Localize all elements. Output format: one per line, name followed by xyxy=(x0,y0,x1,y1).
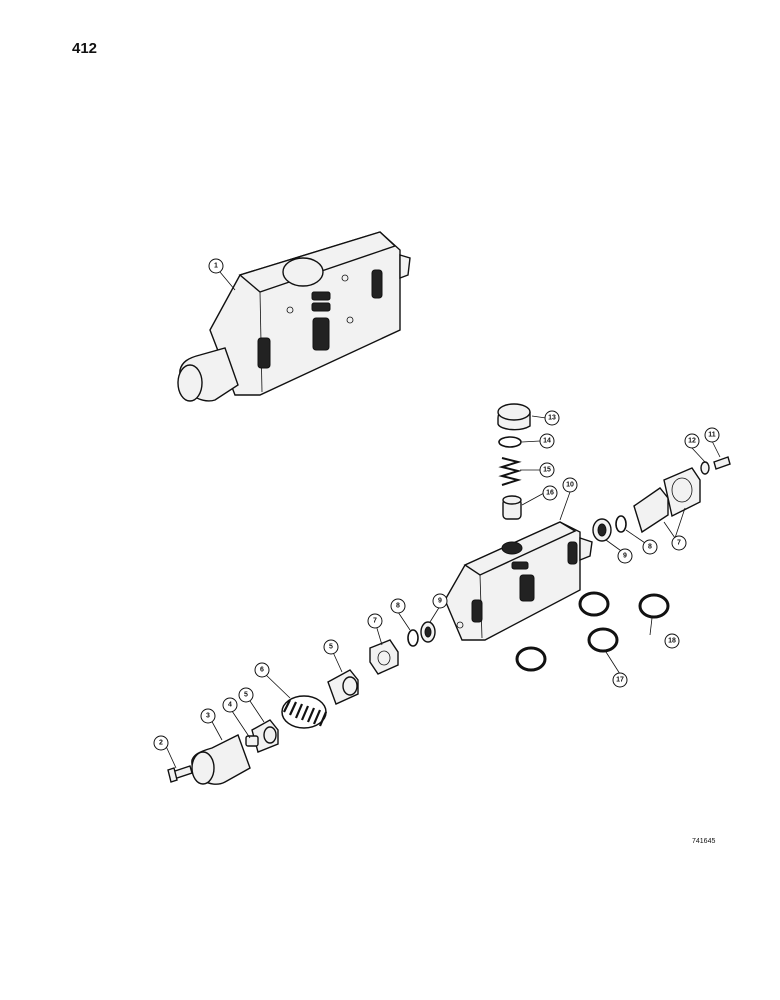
flange-7-left xyxy=(369,639,399,675)
spring-seat-5-upper xyxy=(327,669,359,705)
screw-2 xyxy=(167,765,193,783)
o-ring-14 xyxy=(498,436,522,448)
plug-seal-9-left xyxy=(420,621,436,643)
callout-6: 6 xyxy=(254,662,270,678)
callout-9-left: 9 xyxy=(432,593,448,609)
callout-13: 13 xyxy=(544,410,560,426)
svg-text:8: 8 xyxy=(648,544,652,551)
svg-text:6: 6 xyxy=(260,667,264,674)
callout-7-left: 7 xyxy=(367,613,383,629)
svg-text:7: 7 xyxy=(677,540,681,547)
plug-seal-9-right xyxy=(592,518,612,542)
svg-text:11: 11 xyxy=(708,432,716,439)
callout-11: 11 xyxy=(704,427,720,443)
svg-text:9: 9 xyxy=(438,598,442,605)
svg-text:5: 5 xyxy=(329,644,333,651)
callout-8-left: 8 xyxy=(390,598,406,614)
svg-text:8: 8 xyxy=(396,603,400,610)
svg-text:7: 7 xyxy=(373,618,377,625)
svg-text:5: 5 xyxy=(244,692,248,699)
callout-3: 3 xyxy=(200,708,216,724)
svg-text:9: 9 xyxy=(623,553,627,560)
svg-text:13: 13 xyxy=(548,415,556,422)
callout-8-right: 8 xyxy=(642,539,658,555)
callout-4: 4 xyxy=(222,697,238,713)
o-rings-17-18 xyxy=(515,591,670,672)
flange-7-right xyxy=(633,467,701,534)
callout-12: 12 xyxy=(684,433,700,449)
svg-text:15: 15 xyxy=(543,467,551,474)
callout-5-upper: 5 xyxy=(323,639,339,655)
svg-text:14: 14 xyxy=(543,438,551,445)
callout-10: 10 xyxy=(562,477,578,493)
svg-text:17: 17 xyxy=(616,677,624,684)
svg-text:1: 1 xyxy=(214,263,218,270)
svg-text:16: 16 xyxy=(546,490,554,497)
svg-text:4: 4 xyxy=(228,702,232,709)
callout-1: 1 xyxy=(208,258,224,274)
valve-section-assembly xyxy=(177,231,411,402)
spring-15 xyxy=(498,457,522,486)
page-number: 412 xyxy=(72,40,98,57)
washer-12 xyxy=(700,461,710,475)
callout-17: 17 xyxy=(612,672,628,688)
svg-text:12: 12 xyxy=(688,438,696,445)
callout-9-right: 9 xyxy=(617,548,633,564)
svg-text:3: 3 xyxy=(206,713,210,720)
cap-13 xyxy=(497,403,531,431)
callout-18: 18 xyxy=(664,633,680,649)
plate-code: 741645 xyxy=(692,838,716,845)
callout-16: 16 xyxy=(542,485,558,501)
callout-5-lower: 5 xyxy=(238,687,254,703)
callout-15: 15 xyxy=(539,462,555,478)
plug-16 xyxy=(502,495,522,520)
callout-7-right: 7 xyxy=(671,535,687,551)
ring-8-left xyxy=(407,629,419,647)
svg-text:10: 10 xyxy=(566,482,574,489)
svg-text:18: 18 xyxy=(668,638,676,645)
svg-text:2: 2 xyxy=(159,740,163,747)
valve-section-body xyxy=(444,521,593,641)
spring-6 xyxy=(281,695,328,729)
cap-3 xyxy=(191,734,251,785)
ring-8-right xyxy=(615,515,627,533)
callout-2: 2 xyxy=(153,735,169,751)
pin-4 xyxy=(245,735,259,747)
callout-14: 14 xyxy=(539,433,555,449)
screw-11 xyxy=(713,456,731,470)
